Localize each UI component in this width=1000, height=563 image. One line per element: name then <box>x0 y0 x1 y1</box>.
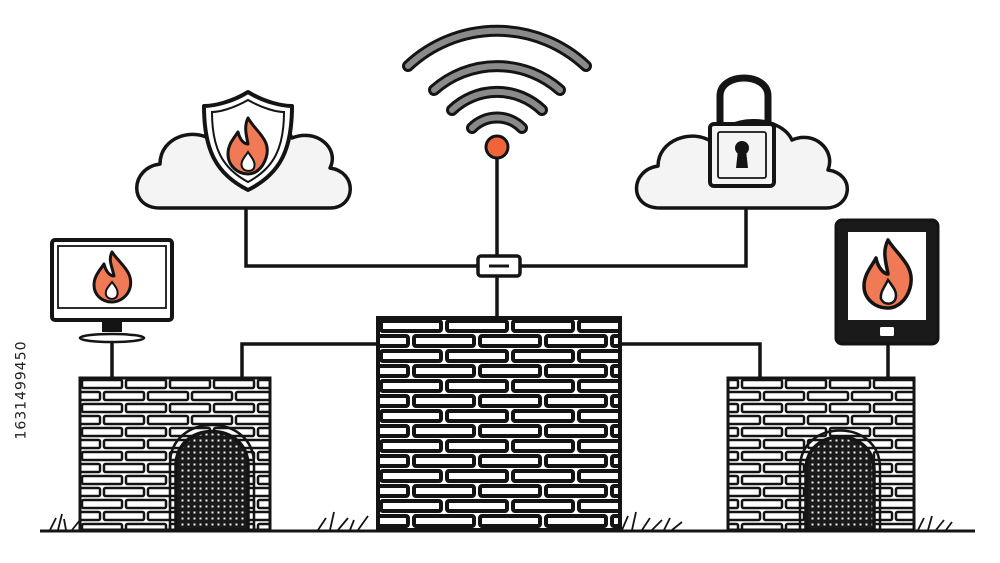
flame-icon <box>862 238 913 310</box>
right-gate-icon <box>804 435 876 532</box>
grass-tufts <box>49 511 953 531</box>
network-wires <box>110 158 890 378</box>
right-castle <box>726 376 916 532</box>
central-firewall <box>376 316 622 532</box>
stock-id-text: 1631499450 <box>14 340 31 440</box>
flame-icon <box>92 250 133 304</box>
shield-flame-icon <box>202 90 294 192</box>
network-switch-icon <box>476 254 522 278</box>
padlock-icon <box>708 74 776 188</box>
wire-right-cloud <box>520 208 748 268</box>
wire-right-castle <box>620 342 762 378</box>
wire-left-castle <box>240 342 378 378</box>
stock-id-vertical: 1631499450 <box>2 310 42 470</box>
wifi-icon <box>402 24 592 134</box>
antenna-node <box>484 134 510 160</box>
left-gate-icon <box>174 429 250 532</box>
wire-left-cloud <box>244 208 478 268</box>
left-castle <box>78 376 272 532</box>
